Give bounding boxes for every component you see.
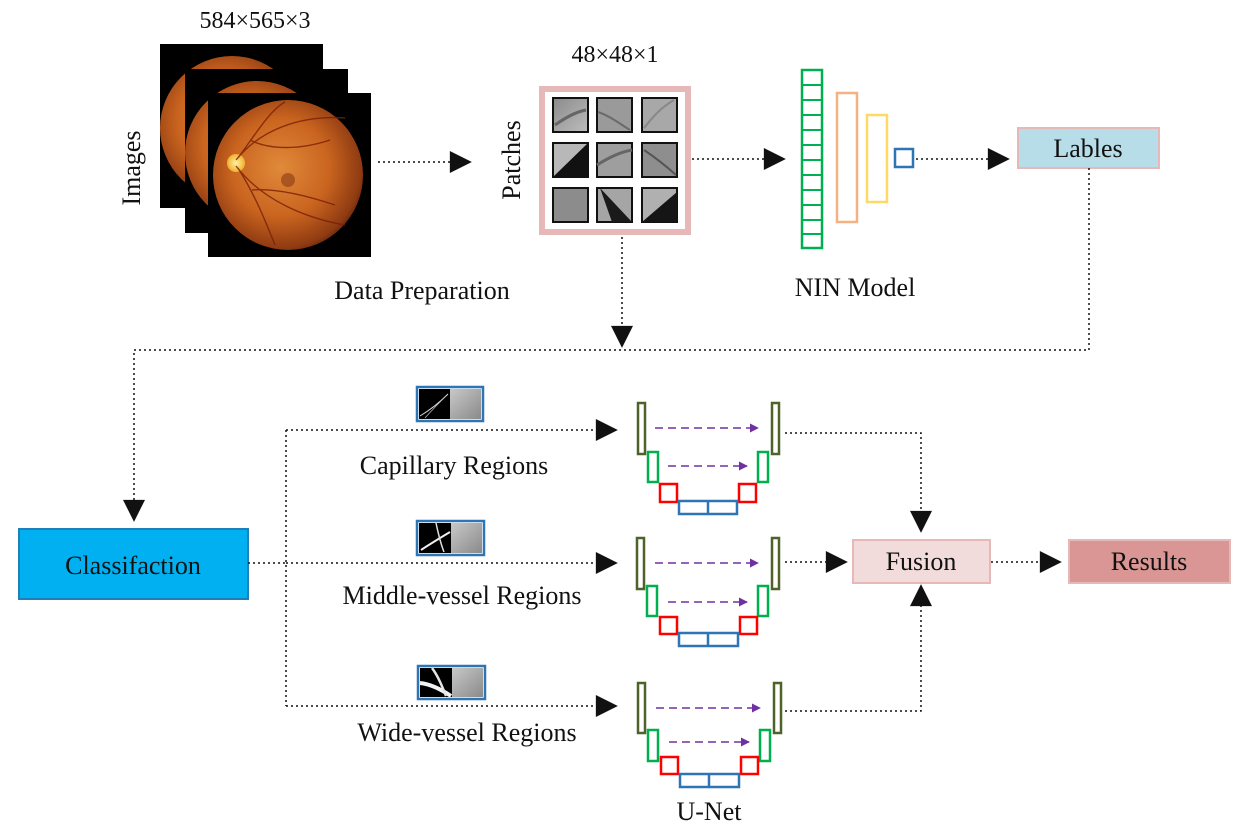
unet-capillary-icon [636,401,781,516]
fusion-box [852,539,991,584]
unet-label: U-Net [677,797,743,826]
top-flow-connectors [123,148,1090,522]
classification-box [18,528,249,600]
patches-dimensions-label: 48×48×1 [571,42,658,68]
middle-vessel-thumbnail-icon [415,519,486,557]
nin-model-label: NIN Model [795,273,916,302]
wide-vessel-regions-label: Wide-vessel Regions [357,718,576,747]
data-preparation-label: Data Preparation [334,276,509,305]
nin-layers-icon [800,68,915,250]
wide-vessel-thumbnail-icon [416,664,487,701]
images-label: Images [117,130,146,205]
results-box [1068,539,1231,584]
lables-box [1017,127,1160,169]
classification-box-label: Classifaction [65,551,201,580]
unet-middle-icon [635,536,781,648]
images-dimensions-label: 584×565×3 [199,8,310,34]
middle-vessel-regions-label: Middle-vessel Regions [342,581,581,610]
lables-box-label: Lables [1053,134,1122,163]
fusion-box-label: Fusion [886,547,957,576]
results-box-label: Results [1111,547,1188,576]
branch-connectors [248,419,1062,717]
patch-grid-icon [539,86,691,235]
fundus-stack-icon [160,44,371,257]
capillary-thumbnail-icon [415,385,485,423]
unet-wide-icon [636,681,783,789]
capillary-regions-label: Capillary Regions [360,451,548,480]
patches-label: Patches [497,120,526,199]
